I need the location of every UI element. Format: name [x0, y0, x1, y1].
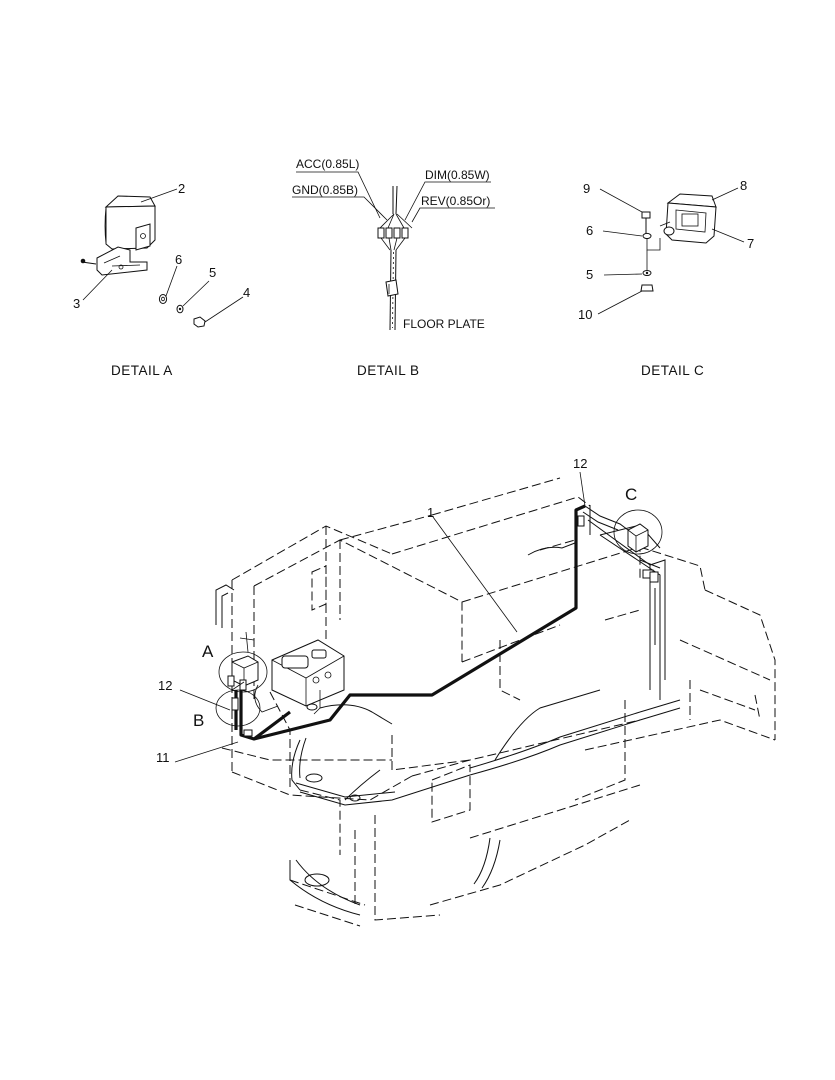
part-number-9: 9 [583, 181, 590, 196]
part-number-6c: 6 [586, 223, 593, 238]
detail-a-caption: DETAIL A [111, 363, 173, 378]
view-label-a: A [202, 642, 214, 661]
bolt-9 [641, 211, 651, 234]
detail-b-caption: DETAIL B [357, 363, 420, 378]
wire-label-rev: REV(0.85Or) [421, 194, 490, 208]
part-number-12-left: 12 [158, 678, 172, 693]
part-number-11: 11 [156, 750, 170, 765]
part-number-8: 8 [740, 178, 747, 193]
part-number-10: 10 [578, 307, 592, 322]
part-number-7: 7 [747, 236, 754, 251]
detail-c: 9 6 5 10 8 7 DETAIL C [578, 178, 754, 378]
alarm-unit-c [627, 523, 649, 553]
floor-plate-clamp [385, 279, 399, 297]
part-number-2: 2 [178, 181, 185, 196]
washer-5 [176, 304, 184, 314]
part-number-12-top: 12 [573, 456, 587, 471]
nut-10 [640, 284, 654, 292]
wire-label-acc: ACC(0.85L) [296, 157, 359, 171]
alarm-unit-a [227, 655, 259, 691]
bracket-3 [80, 246, 148, 276]
part-number-6: 6 [175, 252, 182, 267]
wire-label-gnd: GND(0.85B) [292, 183, 358, 197]
alarm-unit-8 [659, 193, 717, 244]
washer-6c [642, 232, 652, 240]
connector-set [377, 227, 409, 251]
hand-rail [215, 584, 235, 628]
alarm-unit-2 [104, 195, 156, 251]
detail-c-caption: DETAIL C [641, 363, 704, 378]
part-number-3: 3 [73, 296, 80, 311]
wire-label-dim: DIM(0.85W) [425, 168, 490, 182]
part-number-5c: 5 [586, 267, 593, 282]
detail-b: ACC(0.85L) GND(0.85B) DIM(0.85W) REV(0.8… [292, 157, 495, 378]
detail-a: 2 3 6 5 4 DETAIL A [73, 181, 250, 378]
view-label-c: C [625, 485, 637, 504]
part-number-1: 1 [427, 505, 434, 520]
control-console [254, 639, 345, 715]
rear-pillar [574, 505, 666, 700]
part-number-5: 5 [209, 265, 216, 280]
washer-6 [158, 294, 168, 304]
view-label-b: B [193, 711, 204, 730]
callout-circle-b [215, 689, 261, 727]
part-number-4: 4 [243, 285, 250, 300]
callout-circle-c [613, 509, 663, 555]
washer-5c [642, 270, 652, 276]
main-assembly-view: A B C 1 12 12 11 [156, 456, 776, 927]
callout-circle-a [218, 651, 268, 693]
wiring-harness-1 [231, 504, 647, 741]
nut-4 [193, 316, 206, 328]
floor-plate-label: FLOOR PLATE [403, 317, 485, 331]
fender-outline [289, 542, 681, 916]
